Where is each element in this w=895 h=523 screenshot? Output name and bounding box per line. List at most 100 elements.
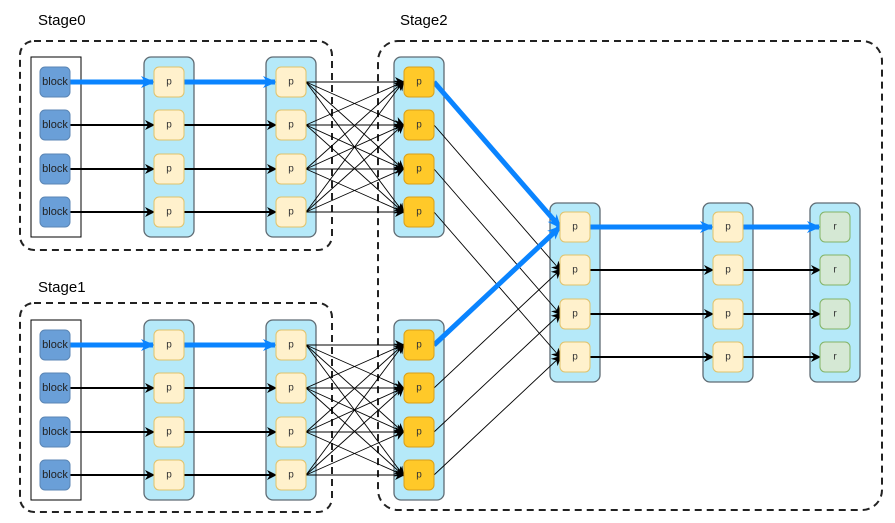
stage1-col1-p-1-box: [153, 372, 185, 404]
stage2-boundary: [377, 40, 883, 511]
stage2-hot-bottom-p-0-box: [403, 329, 435, 361]
stage1-block-3-label: block: [42, 469, 68, 481]
stage0-label: Stage0: [38, 12, 86, 29]
stage1-col1-p-3: p: [153, 459, 185, 491]
stage0-block-0-label: block: [42, 76, 68, 88]
stage1-col2-p-2-label: p: [288, 427, 294, 438]
stage2-col2-p-2: p: [712, 298, 744, 330]
stage0-col1-p-2: p: [153, 153, 185, 185]
stage1-col2-p-2-box: [275, 416, 307, 448]
stage1-col1-p-3-box: [153, 459, 185, 491]
stage1-block-2: block: [39, 416, 71, 448]
stage0-col1-p-2-label: p: [166, 164, 172, 175]
stage2-col2-p-3-label: p: [725, 352, 731, 363]
stage0-block-2-label: block: [42, 163, 68, 175]
stage0-col1-p-2-box: [153, 153, 185, 185]
stage2-edge-bottom-hot-to-merge-3: [433, 355, 562, 476]
stage2-result-r-3: r: [819, 341, 851, 373]
stage0-block-2: block: [39, 153, 71, 185]
stage1-col2-p-1: p: [275, 372, 307, 404]
stage1-block-2-box: [39, 416, 71, 448]
stage1-col1-p-1: p: [153, 372, 185, 404]
stage2-merge-p-0-box: [559, 211, 591, 243]
stage1-block-2-label: block: [42, 426, 68, 438]
stage2-edge-bottom-hot-to-merge-0: [432, 225, 562, 347]
stage0-col2-p-0: p: [275, 66, 307, 98]
stage1-block-0-label: block: [42, 339, 68, 351]
stage2-result-r-2-label: r: [833, 309, 837, 320]
stage0-col2-p-2-box: [275, 153, 307, 185]
stage2-merge-p-1-label: p: [572, 265, 578, 276]
stage0-col2-p-1-box: [275, 109, 307, 141]
stage1-edge-shuffle-3-2: [305, 430, 405, 476]
stage2-label: Stage2: [400, 12, 448, 29]
stage2-hot-top-p-2-box: [403, 153, 435, 185]
stage2-col2-p-3-box: [712, 341, 744, 373]
stage1-column-1: [143, 319, 195, 501]
stage0-block-0-box: [39, 66, 71, 98]
edges-layer: [70, 76, 821, 480]
stage2-hot-bottom-p-2-box: [403, 416, 435, 448]
stage2-result-r-2-box: [819, 298, 851, 330]
stage2-result-column: [809, 202, 861, 383]
stage0-edge-shuffle-1-0: [305, 80, 405, 126]
stage2-merge-p-3: p: [559, 341, 591, 373]
stage0-block-3: block: [39, 196, 71, 228]
stage2-hot-top-p-1-label: p: [416, 120, 422, 131]
stage2-hot-bottom-p-0: p: [403, 329, 435, 361]
stage0-col1-p-0: p: [153, 66, 185, 98]
stage2-hot-bottom-p-2: p: [403, 416, 435, 448]
stage2-hot-bottom-p-1-box: [403, 372, 435, 404]
stage1-col2-p-1-label: p: [288, 383, 294, 394]
stage2-result-r-1-box: [819, 254, 851, 286]
stage0-block-1-label: block: [42, 119, 68, 131]
stage1-col1-p-2-box: [153, 416, 185, 448]
stage1-col1-p-0-box: [153, 329, 185, 361]
stage1-block-1-box: [39, 372, 71, 404]
stage2-hot-bottom-p-2-label: p: [416, 427, 422, 438]
stage0-column-1: [143, 56, 195, 238]
stage2-hot-top-p-1: p: [403, 109, 435, 141]
stage0-col1-p-0-box: [153, 66, 185, 98]
stage2-col2-p-0-label: p: [725, 222, 731, 233]
stage1-edge-shuffle-3-1: [305, 386, 405, 476]
stage2-merge-p-1: p: [559, 254, 591, 286]
stage1-col1-p-2: p: [153, 416, 185, 448]
stage2-column-2: [702, 202, 754, 383]
stage0-edge-shuffle-3-2: [305, 167, 405, 213]
stage1-edge-shuffle-1-0: [305, 343, 405, 389]
stage1-block-3-box: [39, 459, 71, 491]
stage1-col1-p-3-label: p: [166, 470, 172, 481]
stage1-col2-p-3-label: p: [288, 470, 294, 481]
stage0-col2-p-0-label: p: [288, 77, 294, 88]
stage2-hot-bottom-p-1-label: p: [416, 383, 422, 394]
stage0-block-1-box: [39, 109, 71, 141]
stage2-merge-p-0-label: p: [572, 222, 578, 233]
stage0-col2-p-2-label: p: [288, 164, 294, 175]
stage2-merge-p-2-label: p: [572, 309, 578, 320]
stage0-col1-p-0-label: p: [166, 77, 172, 88]
stage0-col2-p-1: p: [275, 109, 307, 141]
stage0-col1-p-1-label: p: [166, 120, 172, 131]
stage2-edge-top-hot-to-merge-1: [433, 124, 562, 272]
stage0-block-3-label: block: [42, 206, 68, 218]
stage1-block-0-box: [39, 329, 71, 361]
stage0-block-0: block: [39, 66, 71, 98]
stage2-hot-bottom-p-1: p: [403, 372, 435, 404]
stage2-col2-p-0: p: [712, 211, 744, 243]
stage2-col2-p-3: p: [712, 341, 744, 373]
stage1-block-3: block: [39, 459, 71, 491]
stage0-edge-shuffle-2-0: [305, 80, 405, 170]
stage2-col2-p-0-box: [712, 211, 744, 243]
stage2-merge-p-3-box: [559, 341, 591, 373]
stage2-result-r-1: r: [819, 254, 851, 286]
stage1-col2-p-1-box: [275, 372, 307, 404]
stage0-block-1: block: [39, 109, 71, 141]
stage1-block-1: block: [39, 372, 71, 404]
stage2-hot-top-p-3: p: [403, 196, 435, 228]
stage2-hot-top-p-0-label: p: [416, 77, 422, 88]
stage1-edge-shuffle-2-0: [305, 343, 405, 433]
stage2-edge-bottom-hot-to-merge-2: [433, 312, 562, 433]
